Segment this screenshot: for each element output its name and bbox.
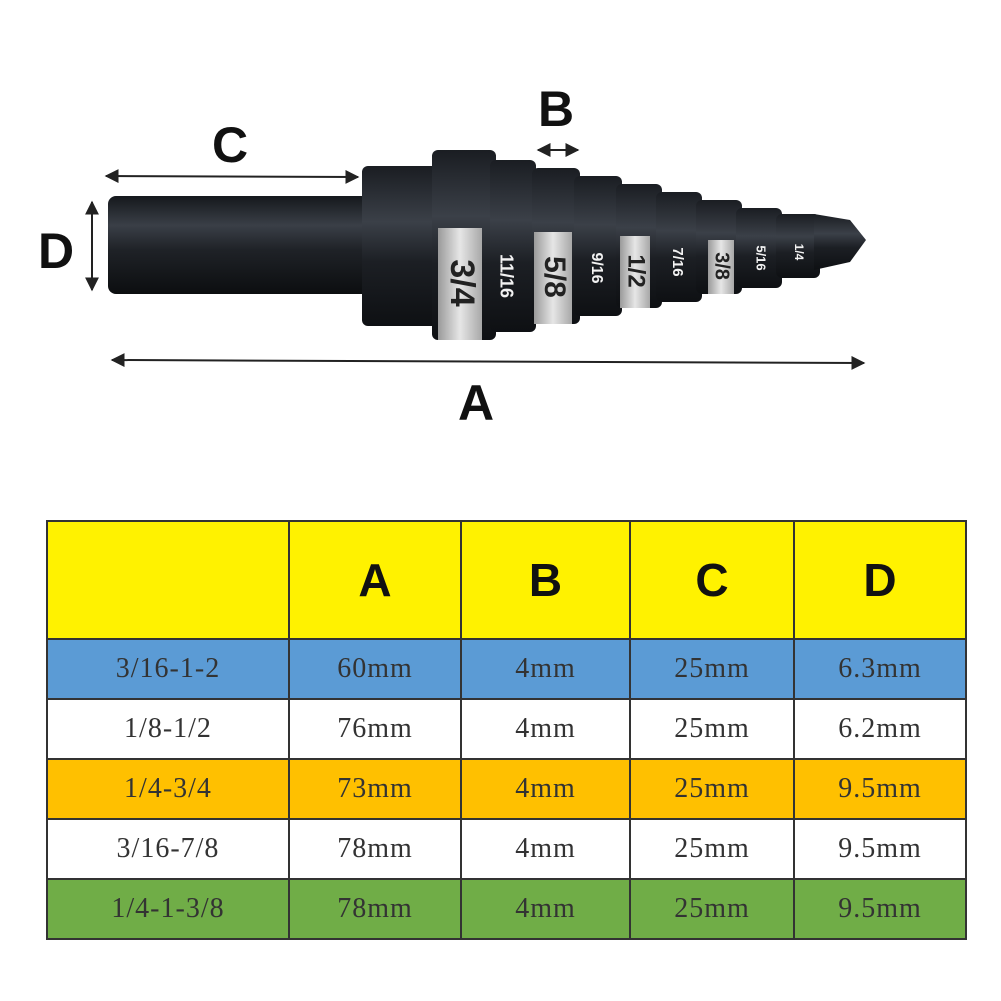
table-cell-value: 25mm <box>629 638 795 700</box>
step-face <box>534 232 572 324</box>
table-cell-model: 3/16-1-2 <box>46 638 290 700</box>
step-size-marking: 5/16 <box>754 245 769 270</box>
table-cell-value: 9.5mm <box>793 818 967 880</box>
table-cell-model: 1/4-1-3/8 <box>46 878 290 940</box>
table-cell-value: 25mm <box>629 878 795 940</box>
table-cell-model: 1/8-1/2 <box>46 698 290 760</box>
table-cell-value: 73mm <box>288 758 462 820</box>
table-header-cell <box>46 520 290 640</box>
step-size-marking: 11/16 <box>496 254 516 298</box>
table-cell-value: 4mm <box>460 638 631 700</box>
table-cell-value: 4mm <box>460 758 631 820</box>
table-cell-value: 25mm <box>629 818 795 880</box>
drill-step <box>736 208 782 288</box>
drill-step <box>490 160 536 332</box>
table-header-cell: D <box>793 520 967 640</box>
step-drill-bit-diagram: 3/4 11/16 5/8 9/16 1/2 7/16 3/8 5/16 1/4 A B C D <box>38 81 866 431</box>
step-size-marking: 5/8 <box>538 256 571 298</box>
table-cell-value: 76mm <box>288 698 462 760</box>
step-size-marking: 7/16 <box>669 247 686 276</box>
table-cell-value: 78mm <box>288 818 462 880</box>
table-cell-model: 3/16-7/8 <box>46 818 290 880</box>
table-cell-value: 6.3mm <box>793 638 967 700</box>
table-header-cell: A <box>288 520 462 640</box>
table-header-row: A B C D <box>46 520 967 640</box>
table-header-cell: B <box>460 520 631 640</box>
dimension-label-a: A <box>458 375 494 431</box>
step-size-marking: 1/2 <box>623 254 650 287</box>
table-cell-value: 4mm <box>460 818 631 880</box>
step-face <box>708 240 734 294</box>
dimension-label-c: C <box>212 117 248 173</box>
drill-tip <box>814 214 866 270</box>
drill-step <box>776 214 820 278</box>
table-cell-value: 9.5mm <box>793 758 967 820</box>
dimension-arrow-c <box>104 169 360 184</box>
dimension-arrow-a <box>110 353 866 370</box>
table-cell-value: 25mm <box>629 758 795 820</box>
table-cell-value: 4mm <box>460 698 631 760</box>
dimension-label-d: D <box>38 223 74 279</box>
step-face <box>438 228 482 340</box>
step-face <box>620 236 650 308</box>
table-cell-value: 78mm <box>288 878 462 940</box>
step-size-marking: 9/16 <box>588 252 605 283</box>
shank-collar <box>362 166 442 326</box>
drill-shank <box>108 196 370 294</box>
step-size-marking: 1/4 <box>792 244 806 261</box>
table-cell-value: 4mm <box>460 878 631 940</box>
table-header-cell: C <box>629 520 795 640</box>
table-cell-value: 6.2mm <box>793 698 967 760</box>
dimension-label-b: B <box>538 81 574 137</box>
drill-step <box>574 176 622 316</box>
drill-step <box>656 192 702 302</box>
step-size-marking: 3/8 <box>711 252 733 280</box>
step-size-marking: 3/4 <box>443 259 481 306</box>
table-cell-value: 60mm <box>288 638 462 700</box>
table-cell-value: 25mm <box>629 698 795 760</box>
table-cell-model: 1/4-3/4 <box>46 758 290 820</box>
table-cell-value: 9.5mm <box>793 878 967 940</box>
